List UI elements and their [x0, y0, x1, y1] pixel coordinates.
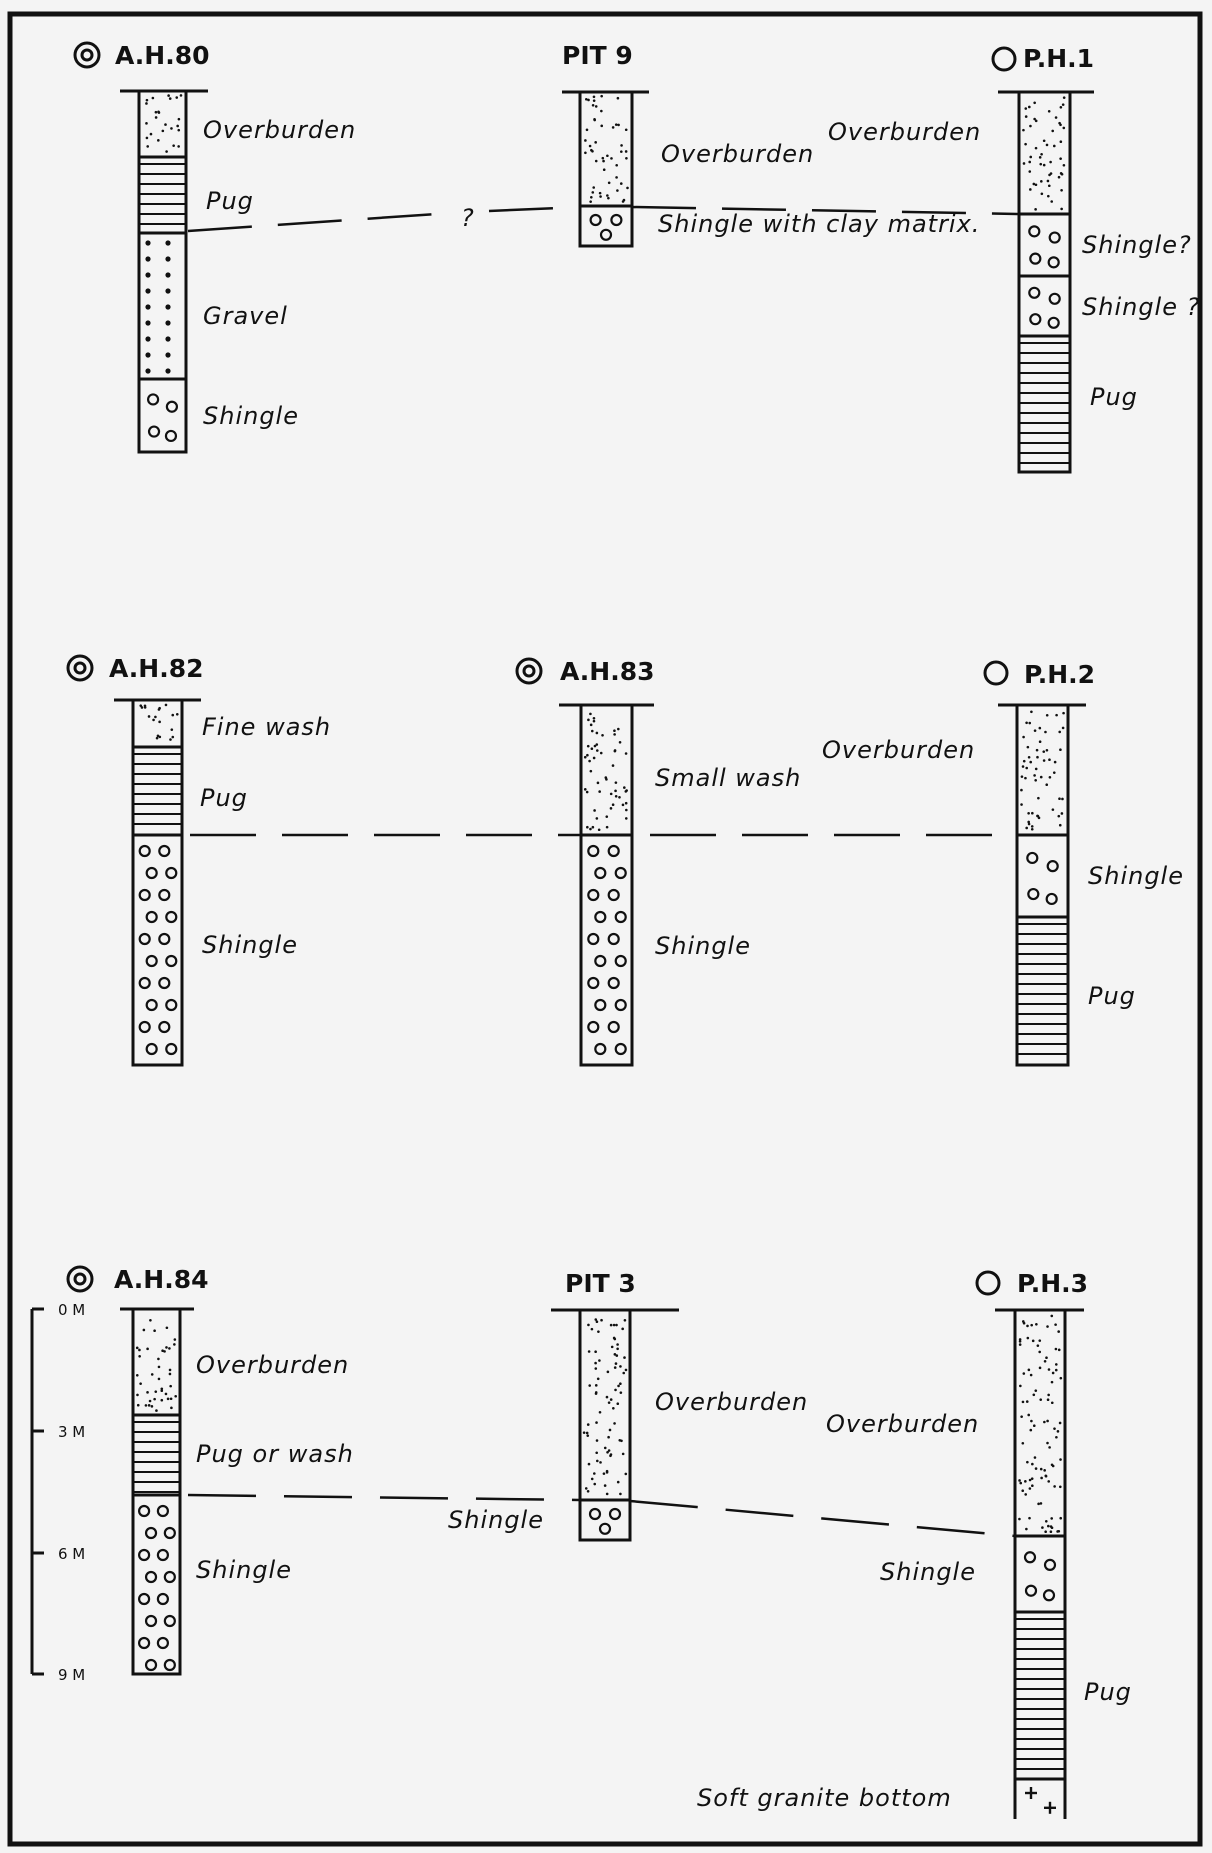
- layer-pug: [131, 745, 184, 837]
- column-title: A.H.80: [115, 41, 210, 70]
- layer-label: Overburden: [822, 736, 975, 764]
- layer-label: Fine wash: [202, 713, 331, 741]
- layer-label: Shingle: [196, 1556, 292, 1584]
- layer-label: Pug: [1088, 982, 1136, 1010]
- layer-fine-wash: [131, 698, 184, 749]
- layer-pug: [1017, 334, 1072, 474]
- layer-label: Shingle: [880, 1558, 976, 1586]
- layer-shingle-q2: [1017, 274, 1072, 338]
- column-ph2: P.H.2 Overburden Shingle Pug: [822, 660, 1184, 1067]
- layer-label: Small wash: [655, 764, 801, 792]
- layer-shingle: [578, 1498, 632, 1542]
- layer-pug: [137, 155, 188, 235]
- column-title: P.H.3: [1017, 1269, 1088, 1298]
- layer-label: Overburden: [828, 118, 981, 146]
- layer-overburden: [1015, 703, 1070, 837]
- scale-label: 3 M: [58, 1423, 85, 1441]
- layer-pug: [1015, 915, 1070, 1067]
- layer-shingle-clay: [578, 204, 634, 248]
- layer-overburden: [1013, 1308, 1067, 1538]
- correlation-line-row-3: [187, 1493, 1016, 1538]
- column-ph3: P.H.3 Overburden Shingle Pug Soft granit…: [697, 1269, 1132, 1819]
- column-ph1: P.H.1 Overburden Shingle? Shingle ? Pug: [828, 44, 1200, 474]
- layer-label: Gravel: [203, 302, 288, 330]
- column-title: A.H.84: [114, 1265, 209, 1294]
- layer-label: Pug: [200, 784, 248, 812]
- layer-shingle-q1: [1017, 212, 1072, 278]
- layer-shingle: [579, 833, 634, 1067]
- depth-scale: 0 M 3 M 6 M 9 M: [30, 1301, 85, 1684]
- layer-label: Shingle ?: [1082, 293, 1200, 321]
- column-pit3: PIT 3 Overburden Shingle: [448, 1269, 808, 1542]
- column-pit9: PIT 9 Overburden Shingle with clay matri…: [562, 41, 980, 248]
- layer-label: Pug: [1084, 1678, 1132, 1706]
- layer-shingle: [137, 377, 188, 454]
- double-circle-icon: [66, 654, 94, 682]
- layer-shingle: [131, 1493, 182, 1676]
- layer-label: Pug: [1090, 383, 1138, 411]
- layer-label: Shingle: [202, 931, 298, 959]
- double-circle-icon: [515, 657, 543, 685]
- layer-overburden: [1017, 90, 1072, 216]
- layer-label: Shingle: [448, 1506, 544, 1534]
- column-ah84: A.H.84 Overburden Pug or wash Shingle: [66, 1265, 354, 1676]
- column-title: P.H.1: [1023, 44, 1094, 73]
- layer-overburden: [578, 90, 634, 208]
- layer-label: Overburden: [655, 1388, 808, 1416]
- layer-label: Pug or wash: [196, 1440, 354, 1468]
- layer-label: Overburden: [196, 1351, 349, 1379]
- layer-granite: [1013, 1779, 1067, 1819]
- layer-label: Overburden: [661, 140, 814, 168]
- layer-label: Shingle?: [1082, 231, 1192, 259]
- correlation-question-mark: ?: [461, 204, 475, 232]
- circle-icon: [975, 1270, 1001, 1296]
- scale-label: 0 M: [58, 1301, 85, 1319]
- circle-icon: [983, 660, 1009, 686]
- layer-overburden: [137, 89, 188, 159]
- column-title: PIT 9: [562, 41, 633, 70]
- layer-small-wash: [579, 703, 634, 837]
- layer-label: Shingle: [655, 932, 751, 960]
- column-ah80: A.H.80 Overburden Pug Gravel Shingle: [73, 41, 356, 454]
- column-title: A.H.82: [109, 654, 204, 683]
- column-title: A.H.83: [560, 657, 655, 686]
- scale-label: 6 M: [58, 1545, 85, 1563]
- layer-label: Pug: [206, 187, 254, 215]
- double-circle-icon: [66, 1265, 94, 1293]
- column-title: PIT 3: [565, 1269, 636, 1298]
- layer-label: Shingle with clay matrix.: [658, 210, 980, 238]
- layer-label: Shingle: [1088, 862, 1184, 890]
- scale-label: 9 M: [58, 1666, 85, 1684]
- column-ah83: A.H.83 Small wash Shingle: [515, 657, 801, 1067]
- layer-label: Overburden: [826, 1410, 979, 1438]
- column-ah82: A.H.82 Fine wash Pug Shingle: [66, 654, 331, 1067]
- layer-label: Soft granite bottom: [697, 1784, 952, 1812]
- layer-overburden: [131, 1307, 182, 1417]
- layer-pug: [1013, 1610, 1067, 1781]
- layer-label: Shingle: [203, 402, 299, 430]
- layer-overburden: [578, 1308, 632, 1502]
- layer-pug-or-wash: [131, 1413, 182, 1497]
- layer-shingle: [131, 833, 184, 1067]
- frame-border: [7, 11, 1203, 1847]
- column-title: P.H.2: [1024, 660, 1095, 689]
- layer-gravel: [137, 231, 188, 381]
- layer-label: Overburden: [203, 116, 356, 144]
- double-circle-icon: [73, 41, 101, 69]
- layer-shingle: [1015, 833, 1070, 919]
- circle-icon: [991, 46, 1017, 72]
- correlation-line-row-1: ?: [187, 204, 1020, 233]
- layer-shingle: [1013, 1534, 1067, 1614]
